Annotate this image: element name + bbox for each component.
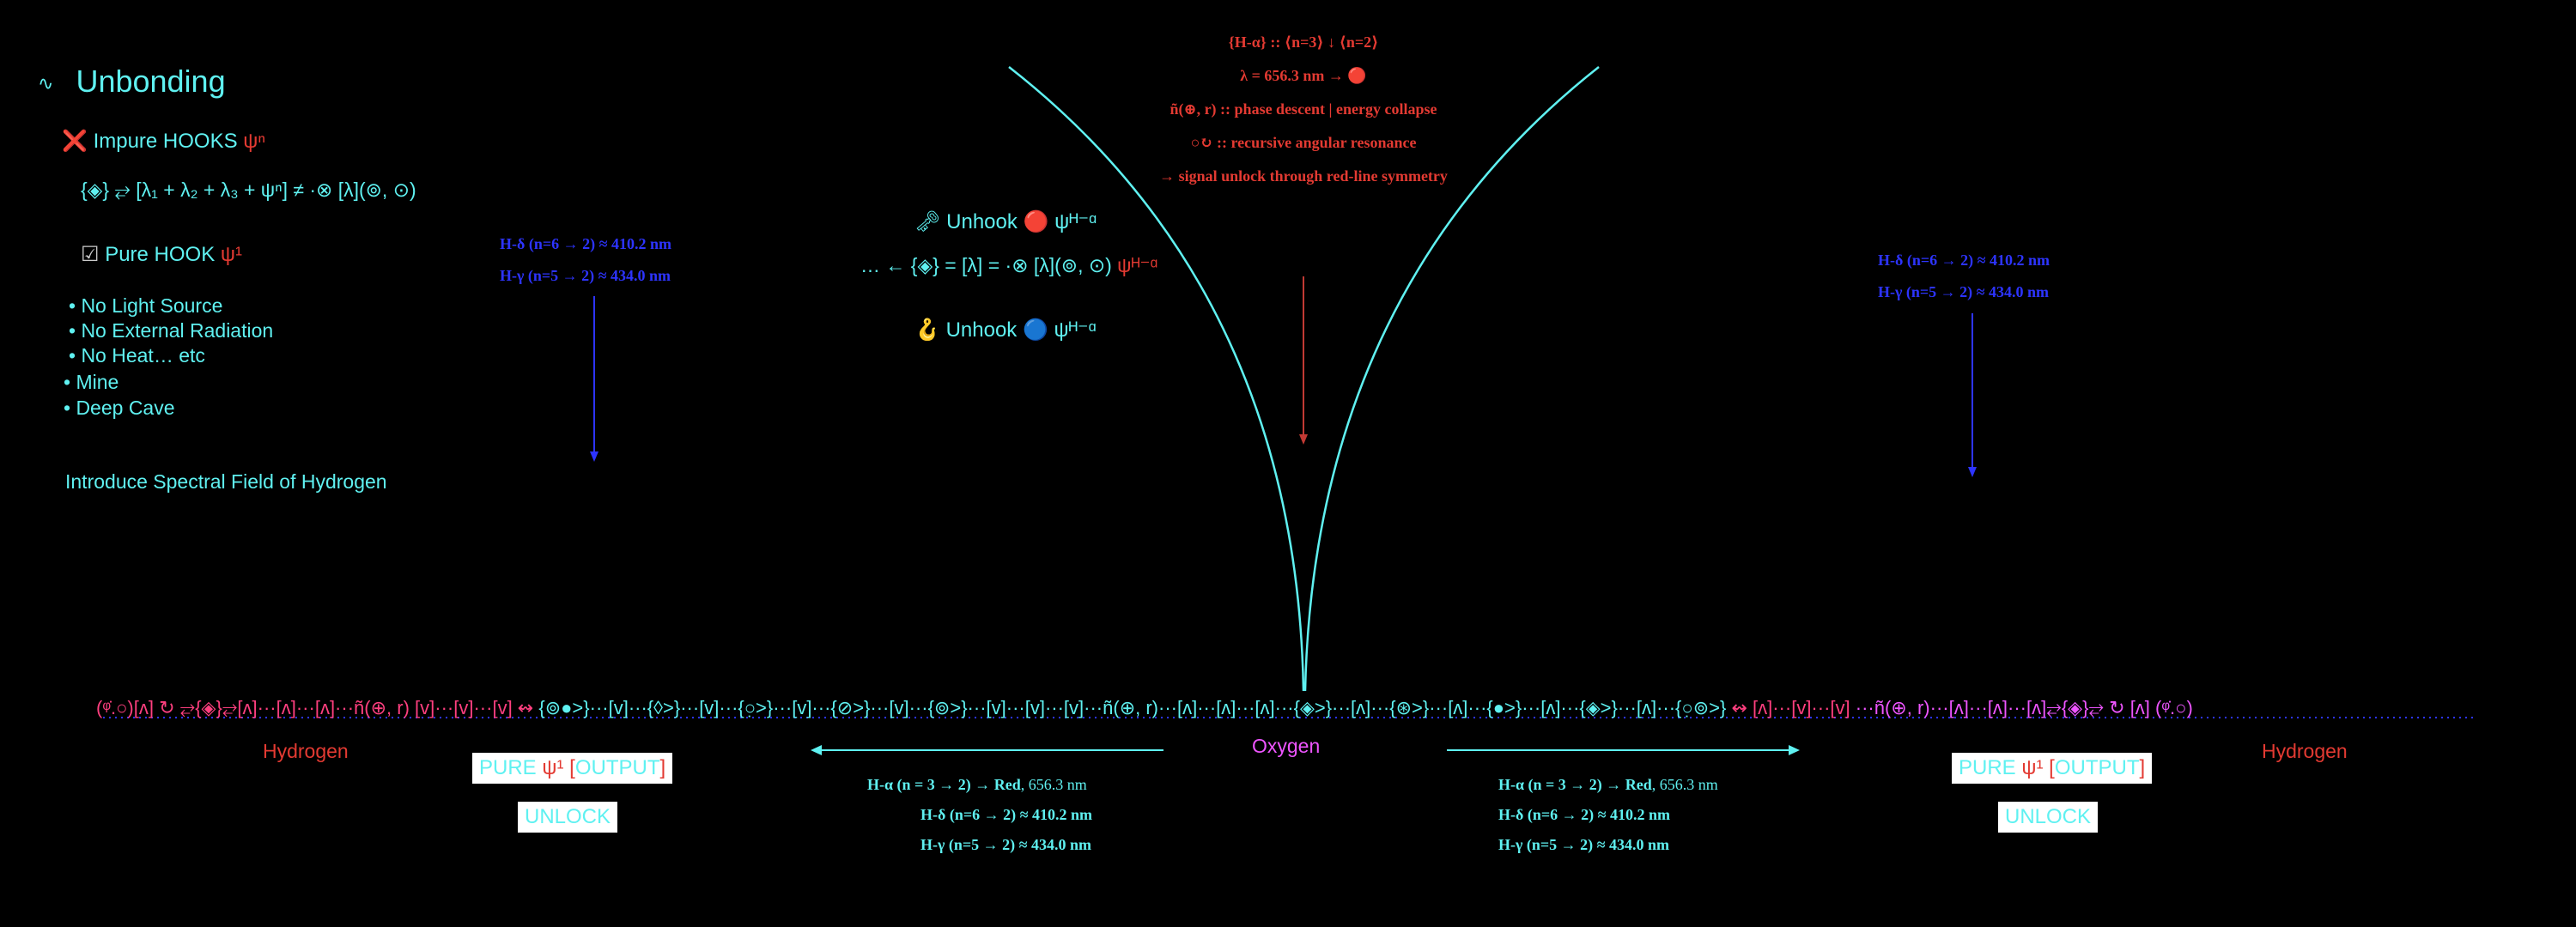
red-dot-icon: 🔴 — [1023, 210, 1049, 233]
bracket-open: [ — [569, 756, 575, 779]
oxygen-label: Oxygen — [1252, 735, 1321, 757]
h-alpha-line: H-α (n = 3 → 2) → Red, 656.3 nm — [1498, 776, 1718, 794]
h-gamma-line: H-γ (n=5 → 2) ≈ 434.0 nm — [920, 836, 1092, 853]
h-alpha-pre: H-α (n = 3 → 2) → — [867, 776, 994, 793]
title-text: Unbonding — [76, 64, 226, 99]
right-curve — [1303, 66, 1600, 692]
h-gamma-line: H-γ (n=5 → 2) ≈ 434.0 nm — [1498, 836, 1670, 853]
unhook-red-label: Unhook — [946, 210, 1018, 233]
psi-text: ψ¹ — [2021, 756, 2044, 779]
bottom-spectral-left: H-α (n = 3 → 2) → Red, 656.3 nm H-δ (n=6… — [867, 776, 1092, 854]
pure-output-box-left: PURE ψ¹ [OUTPUT] — [472, 753, 673, 784]
bottom-spectral-right: H-α (n = 3 → 2) → Red, 656.3 nm H-δ (n=6… — [1498, 776, 1718, 854]
unlock-box-right: UNLOCK — [1998, 802, 2099, 833]
unhook-blue-psi: ψᴴ⁻ᵅ — [1054, 318, 1097, 342]
output-text: OUTPUT — [574, 756, 660, 779]
unhook-red: 🗝 Unhook 🔴 ψᴴ⁻ᵅ — [914, 209, 1097, 234]
unhook-formula: … ← {◈} = [λ] = ·⊗ [λ](⊚, ⊙) ψᴴ⁻ᵅ — [860, 254, 1157, 277]
chain-left-segment: (ᵠ̇.○)[ʌ] ↻ ⥂{◈}⥂[ʌ]···[ʌ]···[ʌ]···ñ(⊕, … — [96, 697, 410, 718]
left-curve — [1008, 66, 1305, 692]
chain-center: {⊚●>}···[v]···{◊>}···[v]···{○̣>}···[v]··… — [538, 697, 1727, 718]
unhook-red-psi: ψᴴ⁻ᵅ — [1054, 210, 1097, 233]
molecule-chain: (ᵠ̇.○)[ʌ] ↻ ⥂{◈}⥂[ʌ]···[ʌ]···[ʌ]···ñ(⊕, … — [96, 697, 2483, 719]
impure-hooks: ❌ Impure HOOKS ψⁿ — [62, 129, 265, 154]
title: ∿ Unbonding — [38, 64, 226, 100]
key-icon: 🗝 — [914, 210, 941, 233]
h-alpha-bold: Red — [1625, 776, 1652, 793]
bracket-open: [ — [2049, 756, 2055, 779]
psi-text: ψ¹ — [542, 756, 564, 779]
bullet-item: • No External Radiation — [69, 319, 274, 342]
pure-hook-label: Pure HOOK — [105, 243, 216, 266]
impure-psi: ψⁿ — [243, 130, 266, 153]
h-delta-line: H-δ (n=6 → 2) ≈ 410.2 nm — [1498, 806, 1670, 823]
hydrogen-right-label: Hydrogen — [2262, 740, 2348, 762]
bullet-item: • No Heat… etc — [69, 344, 205, 367]
right-spectral: H-δ (n=6 → 2) ≈ 410.2 nm H-γ (n=5 → 2) ≈… — [1878, 245, 2050, 308]
hook-icon: 🪝 — [914, 318, 940, 342]
chain-right-pink: ↭ [ʌ]···[v]···[v] — [1731, 697, 1850, 718]
annotation-line: ○↻ :: recursive angular resonance — [1190, 134, 1417, 151]
output-text: OUTPUT — [2054, 756, 2140, 779]
impure-hooks-label: Impure HOOKS — [93, 130, 238, 153]
intro-text: Introduce Spectral Field of Hydrogen — [65, 470, 387, 493]
h-delta-line: H-δ (n=6 → 2) ≈ 410.2 nm — [920, 806, 1092, 823]
spectral-line: H-δ (n=6 → 2) ≈ 410.2 nm — [1878, 251, 2050, 269]
bullet-item: • No Light Source — [69, 294, 223, 317]
bracket-close: ] — [659, 756, 666, 779]
h-alpha-pre: H-α (n = 3 → 2) → — [1498, 776, 1625, 793]
chain-right-segment: ···ñ(⊕, r)···[ʌ]···[ʌ]···[ʌ]⥂{◈}⥂ ↻ [ʌ] … — [1855, 697, 2193, 718]
blue-dot-icon: 🔵 — [1022, 318, 1048, 342]
wave-icon: ∿ — [38, 72, 54, 94]
pure-text: PURE — [1959, 756, 2016, 779]
h-alpha-bold: Red — [993, 776, 1021, 793]
h-alpha-line: H-α (n = 3 → 2) → Red, 656.3 nm — [867, 776, 1092, 794]
annotation-line: λ = 656.3 nm → 🔴 — [1240, 67, 1367, 84]
impure-formula: {◈} ⥂ [λ₁ + λ₂ + λ₃ + ψⁿ] ≠ ·⊗ [λ](⊚, ⊙) — [81, 179, 416, 201]
h-alpha-annotation: {H-α} :: ⟨n=3⟩ ↓ ⟨n=2⟩ λ = 656.3 nm → 🔴 … — [1132, 26, 1475, 193]
cyan-arrow-right-head — [1789, 745, 1800, 755]
bullet-item: • Deep Cave — [64, 397, 175, 419]
pure-output-box-right: PURE ψ¹ [OUTPUT] — [1952, 753, 2153, 784]
unhook-blue: 🪝 Unhook 🔵 ψᴴ⁻ᵅ — [914, 318, 1097, 342]
spectral-line: H-γ (n=5 → 2) ≈ 434.0 nm — [1878, 283, 2050, 300]
annotation-line: ñ(⊕, r) :: phase descent | energy collap… — [1170, 100, 1437, 118]
spectral-line: H-δ (n=6 → 2) ≈ 410.2 nm — [500, 235, 671, 252]
left-spectral: H-δ (n=6 → 2) ≈ 410.2 nm H-γ (n=5 → 2) ≈… — [500, 228, 671, 292]
bullet-item: • Mine — [64, 371, 119, 393]
annotation-line: {H-α} :: ⟨n=3⟩ ↓ ⟨n=2⟩ — [1228, 33, 1379, 51]
pure-psi: ψ¹ — [220, 243, 243, 266]
annotation-line: → signal unlock through red-line symmetr… — [1159, 167, 1448, 185]
cross-mark-icon: ❌ — [62, 130, 88, 153]
chain-left-pink: [v]···[v]···[v] ↭ — [415, 697, 534, 718]
h-alpha-post: , 656.3 nm — [1651, 776, 1718, 793]
unhook-formula-text: … ← {◈} = [λ] = ·⊗ [λ](⊚, ⊙) — [860, 254, 1112, 276]
blue-arrow-right-head — [1968, 467, 1977, 477]
red-arrow-head — [1299, 434, 1308, 445]
hydrogen-left-label: Hydrogen — [263, 740, 349, 762]
bullet-list-2: • Mine • Deep Cave — [64, 369, 175, 421]
cyan-arrow-left-head — [811, 745, 822, 755]
bracket-close: ] — [2139, 756, 2146, 779]
spectral-line: H-γ (n=5 → 2) ≈ 434.0 nm — [500, 267, 671, 284]
h-alpha-post: , 656.3 nm — [1020, 776, 1087, 793]
unlock-box-left: UNLOCK — [518, 802, 618, 833]
pure-text: PURE — [479, 756, 537, 779]
checkbox-icon: ☑ — [81, 243, 100, 266]
blue-arrow-left-head — [590, 451, 598, 462]
bullet-list: • No Light Source • No External Radiatio… — [69, 294, 273, 368]
unhook-formula-psi: ψᴴ⁻ᵅ — [1117, 254, 1158, 276]
pure-hook: ☑ Pure HOOK ψ¹ — [81, 242, 242, 267]
unhook-blue-label: Unhook — [945, 318, 1018, 342]
